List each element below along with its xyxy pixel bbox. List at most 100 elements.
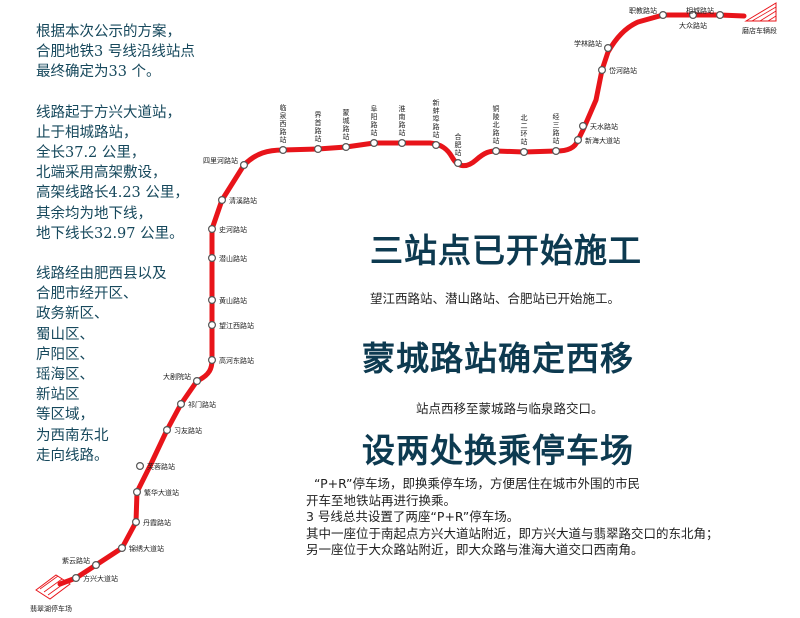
station-12: 潜山路站 [208,254,247,263]
station-marker [163,426,172,435]
station-label: 阜阳路站 [371,104,378,137]
intro-text: 根据本次公示的方案， 合肥地铁3 号线沿线站点 最终确定为33 个。 线路起于方… [36,22,211,466]
station-28: 岱河路站 [597,65,637,75]
station-label: 锦绣大道站 [129,544,164,553]
station-25: 经三路站 [551,112,560,156]
intro-line: 全长37.2 公里， [36,145,146,162]
station-4: 繁华大道站 [133,488,179,497]
intro-line: 高架线路长4.23 公里， [36,185,189,202]
station-label: 新蚌埠路站 [433,98,440,139]
depot-south-label: 翡翠湖停车场 [30,604,72,613]
station-7: 祁门路站 [177,400,216,409]
station-marker [578,121,587,130]
station-label: 岱河路站 [609,66,637,75]
station-marker [208,225,217,234]
station-label: 丹霞路站 [143,518,171,527]
station-22: 合肥站 [454,132,463,168]
heading-mengcheng-detail: 站点西移至蒙城路与临泉路交口。 [416,401,604,416]
station-label: 望江西路站 [219,321,254,330]
station-14: 清溪路站 [218,196,257,205]
intro-line: 新站区 [36,387,80,404]
station-15: 四里河路站 [203,156,249,170]
intro-line: 为西南东北 [36,427,109,444]
station-marker [177,400,186,409]
intro-line: 线路起于方兴大道站， [36,104,181,121]
station-label: 史河路站 [219,225,247,234]
intro-line: 止于相城路站， [36,124,138,141]
intro-line: 线路经由肥西县以及 [36,266,167,283]
station-26: 新海大道站 [573,136,620,145]
station-marker [71,573,80,582]
station-marker [208,296,217,305]
station-label: 祁门路站 [188,400,216,409]
intro-line: 瑶海区、 [36,367,94,384]
park-ride-line: 开车至地铁站再进行换乘。 [306,492,457,508]
station-label: 紫云路站 [62,556,90,565]
station-21: 新蚌埠路站 [432,98,441,150]
intro-line: 等区域， [36,407,94,424]
park-ride-line: 3 号线总共设置了两座“P+R”停车场。 [306,509,520,524]
station-23: 铜陵北路站 [492,104,501,156]
station-marker [492,147,501,156]
intro-line: 走向线路。 [36,447,109,464]
station-label: 方兴大道站 [83,574,118,583]
station-marker [573,136,582,145]
station-label: 潜山路站 [219,254,247,263]
station-marker [519,148,528,157]
station-24: 北二环站 [519,114,528,157]
intro-line: 政务新区、 [36,306,109,323]
station-label: 天水路站 [590,122,618,131]
station-label: 铜陵北路站 [493,104,500,145]
station-marker [133,488,142,497]
heading-park-ride: 设两处换乘停车场 [362,431,634,470]
station-19: 阜阳路站 [370,104,379,148]
station-marker [370,139,379,148]
intro-line: 蜀山区、 [36,326,94,343]
heading-mengcheng: 蒙城路站确定西移 [362,339,634,378]
station-label: 淮南路站 [399,104,406,137]
park-ride-line: 其中一座位于南起点方兴大道站附近，即方兴大道与翡翠路交口的东北角； [306,525,719,541]
station-6: 习友路站 [163,426,202,435]
station-13: 史河路站 [208,225,247,234]
station-label: 大剧院站 [163,372,191,381]
station-label: 职教路站 [629,6,657,15]
station-1: 紫云路站 [62,556,100,569]
station-20: 淮南路站 [398,104,407,148]
station-label: 习友路站 [174,426,202,435]
intro-line: 根据本次公示的方案， [36,24,181,40]
station-label: 芙蓉路站 [147,462,175,471]
station-marker [208,254,217,263]
park-ride-text: “P+R”停车场，即换乘停车场，方便居住在城市外围的市民 开车至地铁站再进行换乘… [306,476,719,559]
station-marker [597,65,606,74]
station-label: 经三路站 [553,112,560,145]
station-label: 繁华大道站 [144,488,179,497]
station-marker [432,141,441,150]
intro-line: 地下线长32.97 公里。 [36,225,184,242]
station-marker [715,11,724,20]
intro-line: 合肥地铁3 号线沿线站点 [36,44,195,61]
station-2: 锦绣大道站 [117,543,164,553]
intro-line: 其余均为地下线， [36,205,152,222]
station-9: 高河东路站 [208,356,254,365]
station-18: 蒙城路站 [342,108,351,152]
station-marker [314,145,323,154]
heading-construction: 三站点已开始施工 [370,231,642,270]
station-31: 大众路站 [679,11,707,30]
intro-line: 北端采用高架敷设， [36,165,167,182]
depot-north: 磨店车辆段 [742,2,777,35]
station-27: 天水路站 [578,121,618,131]
station-label: 蒙城路站 [343,108,350,141]
station-marker [658,11,667,20]
station-label: 界首路站 [315,111,322,143]
station-label: 黄山路站 [219,296,247,305]
park-ride-line: “P+R”停车场，即换乘停车场，方便居住在城市外围的市民 [314,476,640,491]
station-marker [240,161,249,170]
station-29: 学林路站 [574,39,612,52]
intro-line: 合肥市经开区、 [36,286,138,303]
station-marker [193,377,202,386]
station-label: 四里河路站 [203,156,238,165]
station-marker [91,560,100,569]
station-5: 芙蓉路站 [136,462,175,471]
station-marker [136,462,145,471]
